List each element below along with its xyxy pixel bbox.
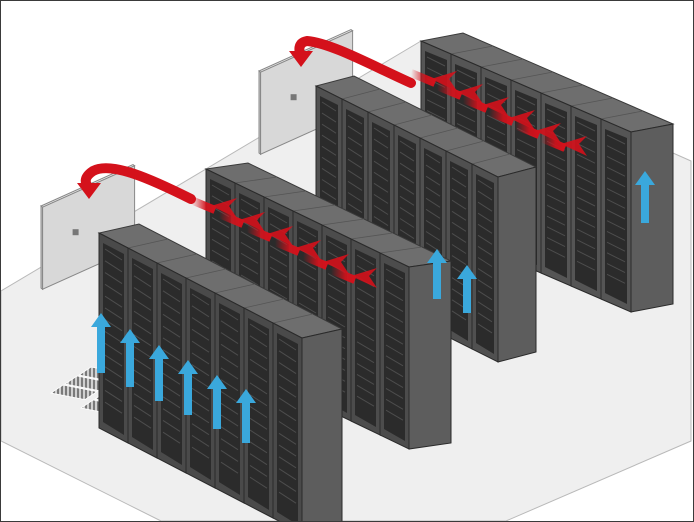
cold-air-layer bbox=[91, 171, 655, 443]
blue-up-arrow-icon bbox=[149, 345, 169, 401]
blue-up-arrow-icon bbox=[427, 249, 447, 299]
blue-up-arrow-icon bbox=[236, 389, 256, 443]
server-rack-icon bbox=[471, 163, 499, 363]
hot-air-layer bbox=[77, 35, 587, 288]
panel-indicator-icon bbox=[72, 229, 79, 236]
rack-row-3 bbox=[314, 75, 538, 363]
blue-up-arrow-icon bbox=[635, 171, 655, 223]
hot-air-plume-icon bbox=[245, 224, 293, 246]
hot-air-plume-icon bbox=[513, 121, 561, 143]
blue-up-arrow-icon bbox=[207, 375, 227, 429]
server-rack-icon bbox=[243, 307, 274, 519]
panel-indicator-icon bbox=[290, 94, 297, 101]
hot-air-plume-icon bbox=[461, 95, 509, 117]
hot-air-plume-icon bbox=[329, 266, 377, 288]
red-curved-arrow-icon bbox=[289, 35, 416, 88]
server-rack-icon bbox=[379, 252, 410, 450]
blue-up-arrow-icon bbox=[457, 265, 477, 313]
hot-air-plume-icon bbox=[189, 196, 237, 218]
hot-air-plume-icon bbox=[273, 238, 321, 260]
hot-air-plume-icon bbox=[301, 252, 349, 274]
server-rack-icon bbox=[156, 262, 187, 474]
blue-up-arrow-icon bbox=[120, 329, 140, 387]
server-rack-icon bbox=[350, 238, 381, 436]
server-rack-icon bbox=[570, 105, 602, 300]
server-rack-icon bbox=[98, 232, 129, 444]
hot-air-plume-icon bbox=[409, 69, 457, 91]
rack-row-1 bbox=[97, 223, 344, 521]
server-rack-icon bbox=[272, 322, 303, 521]
blue-up-arrow-icon bbox=[178, 360, 198, 415]
server-rack-icon bbox=[185, 277, 216, 489]
server-rack-icon bbox=[600, 118, 632, 313]
server-rack-icon bbox=[214, 292, 245, 504]
perforated-floor-tile-icon bbox=[49, 384, 99, 401]
hot-air-plume-icon bbox=[487, 108, 535, 130]
hot-air-plume-icon bbox=[435, 82, 483, 104]
hot-air-plume-icon bbox=[217, 210, 265, 232]
red-curved-arrow-icon bbox=[77, 163, 196, 204]
server-rack-icon bbox=[540, 92, 572, 287]
hot-air-plume-icon bbox=[539, 134, 587, 156]
blue-up-arrow-icon bbox=[91, 313, 111, 373]
